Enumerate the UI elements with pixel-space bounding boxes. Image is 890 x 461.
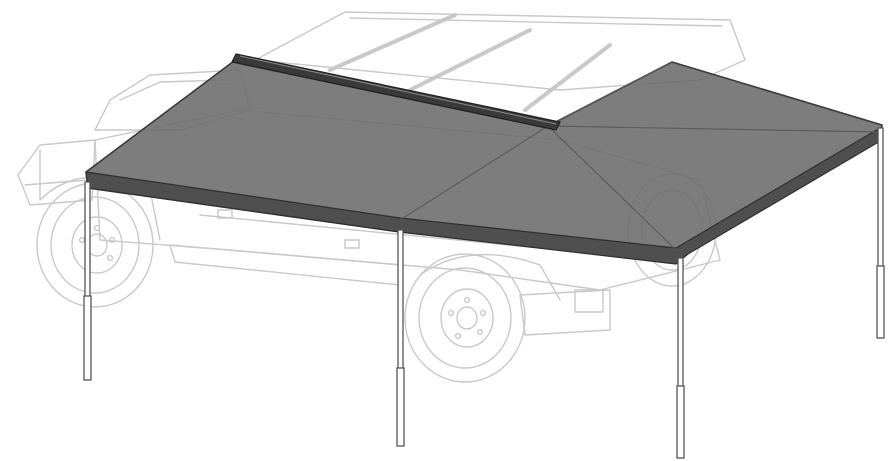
vehicle-step [169,244,401,286]
pole-rear-right [876,127,885,339]
front-wheel [36,182,154,308]
pole-front-middle [396,229,405,447]
vehicle-rear-bumper [519,289,611,336]
roof-rack-bar [328,13,457,72]
vehicle-bumper [17,139,96,206]
awning-front-hem [85,127,883,265]
awning-canopy [85,53,883,265]
roof-rack-bar [408,28,532,92]
awning-rail [231,53,561,131]
pole-front-right [676,257,685,459]
pole-front-left [83,181,92,381]
awning-seams [399,61,881,251]
rear-wheel [404,253,526,383]
roof-rack-bar [523,43,612,112]
awning-poles [83,127,885,459]
